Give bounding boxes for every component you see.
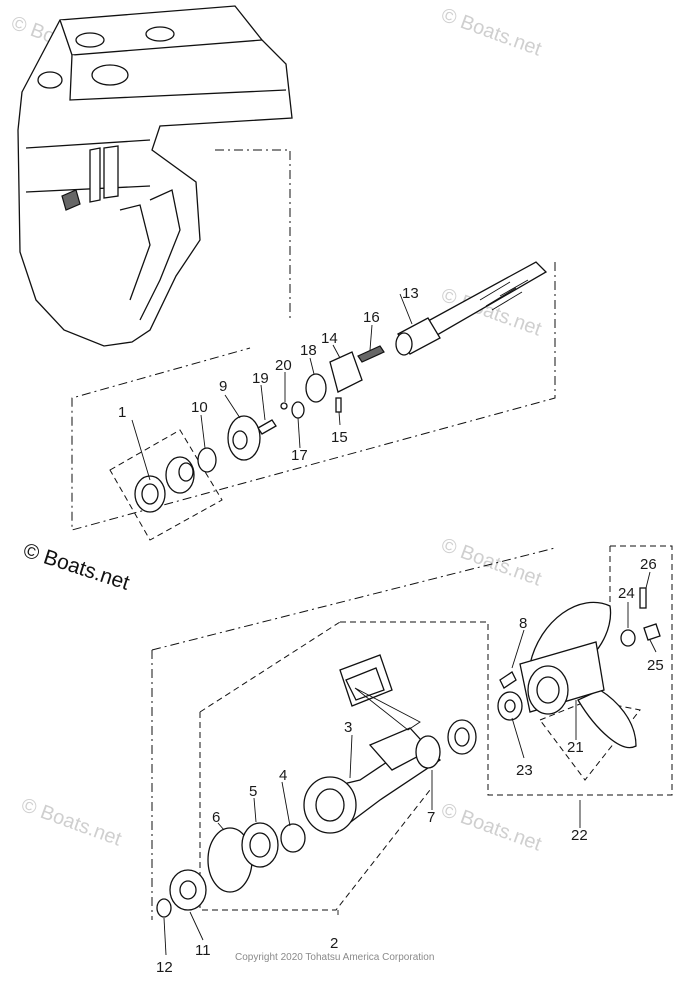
upper-assembly-frame (71, 149, 556, 531)
callout-14: 14 (321, 330, 338, 347)
clutch-parts (197, 345, 385, 473)
callout-3: 3 (344, 719, 352, 736)
callout-7: 7 (427, 809, 435, 826)
propeller-kit-frame (340, 621, 673, 796)
callout-12: 12 (156, 959, 173, 976)
callout-9: 9 (219, 378, 227, 395)
callout-25: 25 (647, 657, 664, 674)
watermark-main: © Boats.net (20, 539, 132, 595)
propeller-bracket-frame (539, 699, 641, 781)
bearing-carrier-kit-frame (199, 621, 431, 911)
callout-1: 1 (118, 404, 126, 421)
callout-16: 16 (363, 309, 380, 326)
forward-gear-assembly (134, 456, 195, 513)
callout-26: 26 (640, 556, 657, 573)
callout-13: 13 (402, 285, 419, 302)
callout-11: 11 (195, 942, 211, 959)
propeller-shaft (395, 261, 548, 356)
watermark-top-right: © Boats.net (438, 4, 544, 61)
callout-8: 8 (519, 615, 527, 632)
callout-21: 21 (567, 739, 584, 756)
callout-2: 2 (330, 935, 338, 952)
callout-4: 4 (279, 767, 287, 784)
callout-6: 6 (212, 809, 220, 826)
forward-gear-kit-frame (109, 429, 223, 541)
watermark-bottom-left: © Boats.net (18, 794, 124, 851)
watermark-lower-right: © Boats.net (438, 534, 544, 591)
callout-10: 10 (191, 399, 208, 416)
watermark-bottom-right: © Boats.net (438, 799, 544, 856)
leader-lines (131, 293, 657, 956)
copyright-text: Copyright 2020 Tohatsu America Corporati… (235, 952, 434, 963)
callouts: 1 2 3 4 5 6 7 8 9 10 11 12 13 14 15 16 1… (118, 285, 664, 976)
gearcase-housing (17, 5, 293, 347)
callout-5: 5 (249, 783, 257, 800)
propeller (519, 601, 637, 749)
lower-assembly-frame (151, 547, 556, 920)
callout-20: 20 (275, 357, 292, 374)
callout-24: 24 (618, 585, 635, 602)
callout-22: 22 (571, 827, 588, 844)
callout-23: 23 (516, 762, 533, 779)
callout-15: 15 (331, 429, 348, 446)
callout-19: 19 (252, 370, 269, 387)
callout-18: 18 (300, 342, 317, 359)
lower-parts (156, 587, 661, 918)
callout-17: 17 (291, 447, 308, 464)
